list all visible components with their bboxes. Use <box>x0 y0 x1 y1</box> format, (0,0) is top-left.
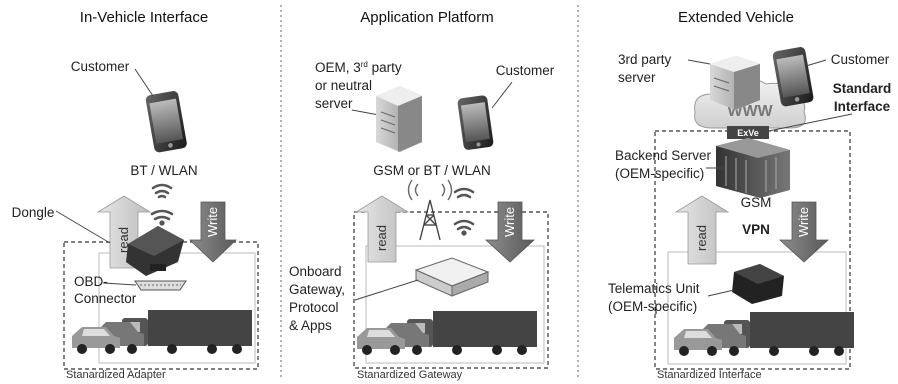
obd-connector-icon <box>134 280 187 291</box>
obd-label-line1: OBD- <box>74 274 108 289</box>
third-party-label-line1: 3rd party <box>618 52 672 67</box>
write-arrow: Write <box>778 201 830 263</box>
link-label: BT / WLAN <box>130 163 197 178</box>
server-label-line2: or neutral <box>315 78 372 93</box>
write-arrow: Write <box>484 201 536 263</box>
read-arrow: read <box>354 195 410 263</box>
obd-label-line2: Connector <box>74 291 137 306</box>
wireless-signal-icon <box>453 187 475 236</box>
panel-caption: Stanardized Adapter <box>66 369 166 381</box>
read-label: read <box>374 225 389 251</box>
panel-title: Application Platform <box>360 9 493 26</box>
gsm-label: GSM <box>741 195 772 210</box>
vehicles-icon <box>674 312 854 356</box>
vehicles-icon <box>72 310 252 354</box>
dongle-icon <box>126 226 184 276</box>
svg-text:ExVe: ExVe <box>737 128 759 138</box>
vehicles-icon <box>357 311 537 355</box>
server-label-line3: server <box>315 96 353 111</box>
dongle-label: Dongle <box>12 205 55 220</box>
write-label: Write <box>796 207 811 237</box>
panel-application-platform: Application Platform OEM, 3rd party or n… <box>289 9 555 381</box>
telematics-unit-icon <box>732 264 784 304</box>
telematics-label-line1: Telematics Unit <box>608 281 700 296</box>
gateway-label-line1: Onboard <box>289 264 342 279</box>
panel-caption: Stanardized Gateway <box>357 369 463 381</box>
standard-interface-label-line1: Standard <box>833 81 892 96</box>
write-label: Write <box>502 207 517 237</box>
write-label: Write <box>205 207 220 237</box>
read-arrow: read <box>674 195 730 265</box>
server-label-line1: OEM, 3rd party <box>315 60 402 75</box>
smartphone-icon <box>145 91 187 153</box>
backend-label-line1: Backend Server <box>615 148 712 163</box>
gateway-label-line4: & Apps <box>289 318 332 333</box>
smartphone-icon <box>772 47 814 107</box>
read-label: read <box>116 227 131 253</box>
standard-interface-label-line2: Interface <box>834 99 891 114</box>
customer-label: Customer <box>496 63 555 78</box>
panel-extended-vehicle: Extended Vehicle 3rd party server WWW Cu… <box>608 9 891 381</box>
smartphone-icon <box>457 95 494 150</box>
server-icon <box>376 86 422 152</box>
panel-title: Extended Vehicle <box>678 9 794 26</box>
panel-in-vehicle-interface: In-Vehicle Interface Customer BT / WLAN … <box>12 9 259 381</box>
wireless-signal-icon <box>150 183 174 226</box>
customer-label: Customer <box>71 59 130 74</box>
gateway-label-line2: Gateway, <box>289 282 345 297</box>
gateway-device-icon <box>414 257 490 297</box>
server-icon <box>710 56 760 110</box>
server-rack-icon <box>716 138 790 198</box>
panel-title: In-Vehicle Interface <box>80 9 208 26</box>
link-label: GSM or BT / WLAN <box>373 163 491 178</box>
cell-tower-icon <box>407 179 453 241</box>
third-party-label-line2: server <box>618 70 656 85</box>
write-arrow: Write <box>189 201 237 263</box>
exve-badge: ExVe <box>727 126 769 139</box>
gateway-label-line3: Protocol <box>289 300 339 315</box>
read-label: read <box>694 225 709 251</box>
backend-label-line2: (OEM-specific) <box>615 166 704 181</box>
panel-caption: Stanardized Interface <box>657 369 762 381</box>
vpn-label: VPN <box>742 222 770 237</box>
telematics-label-line2: (OEM-specific) <box>608 299 697 314</box>
customer-label: Customer <box>831 52 890 67</box>
